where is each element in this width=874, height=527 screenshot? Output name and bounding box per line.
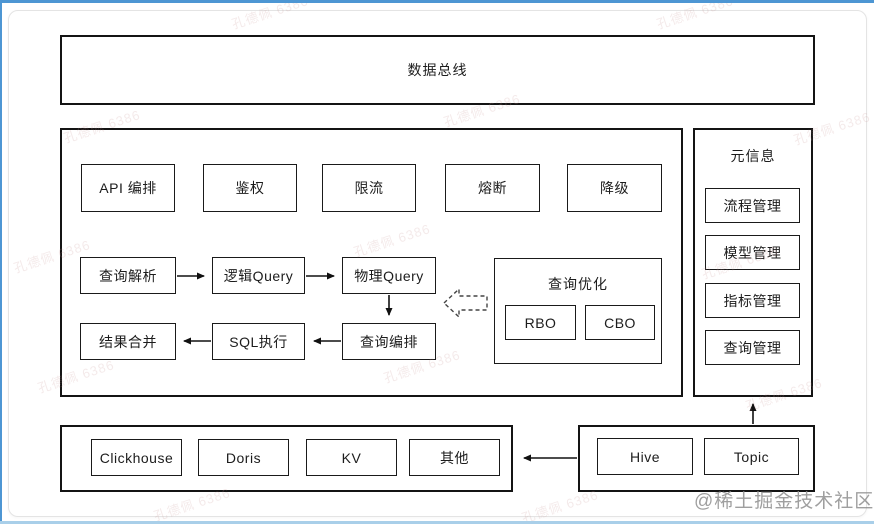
node-data-bus: 数据总线 xyxy=(60,35,815,105)
meta-info-title: 元信息 xyxy=(730,148,776,164)
watermark-credit: @稀土掘金技术社区 xyxy=(694,491,874,512)
node-physical-query: 物理Query xyxy=(342,257,436,294)
node-doris: Doris xyxy=(198,439,289,476)
node-query-parse: 查询解析 xyxy=(80,257,176,294)
node-result-merge: 结果合并 xyxy=(80,323,176,360)
node-other: 其他 xyxy=(409,439,500,476)
node-downgrade: 降级 xyxy=(567,164,662,212)
node-circuit-break: 熔断 xyxy=(445,164,540,212)
node-metric-mgmt: 指标管理 xyxy=(705,283,800,318)
window-edge-bottom xyxy=(0,521,874,524)
node-clickhouse: Clickhouse xyxy=(91,439,182,476)
node-model-mgmt: 模型管理 xyxy=(705,235,800,270)
query-optimizer-title: 查询优化 xyxy=(548,276,608,292)
node-cbo: CBO xyxy=(585,305,655,340)
window-edge-left xyxy=(0,0,2,524)
node-api-orchestration: API 编排 xyxy=(81,164,175,212)
node-logical-query: 逻辑Query xyxy=(212,257,305,294)
node-auth: 鉴权 xyxy=(203,164,297,212)
node-rbo: RBO xyxy=(505,305,576,340)
window-edge-top xyxy=(0,0,874,3)
node-query-mgmt: 查询管理 xyxy=(705,330,800,365)
node-rate-limit: 限流 xyxy=(322,164,416,212)
node-sql-execute: SQL执行 xyxy=(212,323,305,360)
node-topic: Topic xyxy=(704,438,799,475)
node-query-orchestrate: 查询编排 xyxy=(342,323,436,360)
node-hive: Hive xyxy=(597,438,693,475)
node-process-mgmt: 流程管理 xyxy=(705,188,800,223)
node-kv: KV xyxy=(306,439,397,476)
